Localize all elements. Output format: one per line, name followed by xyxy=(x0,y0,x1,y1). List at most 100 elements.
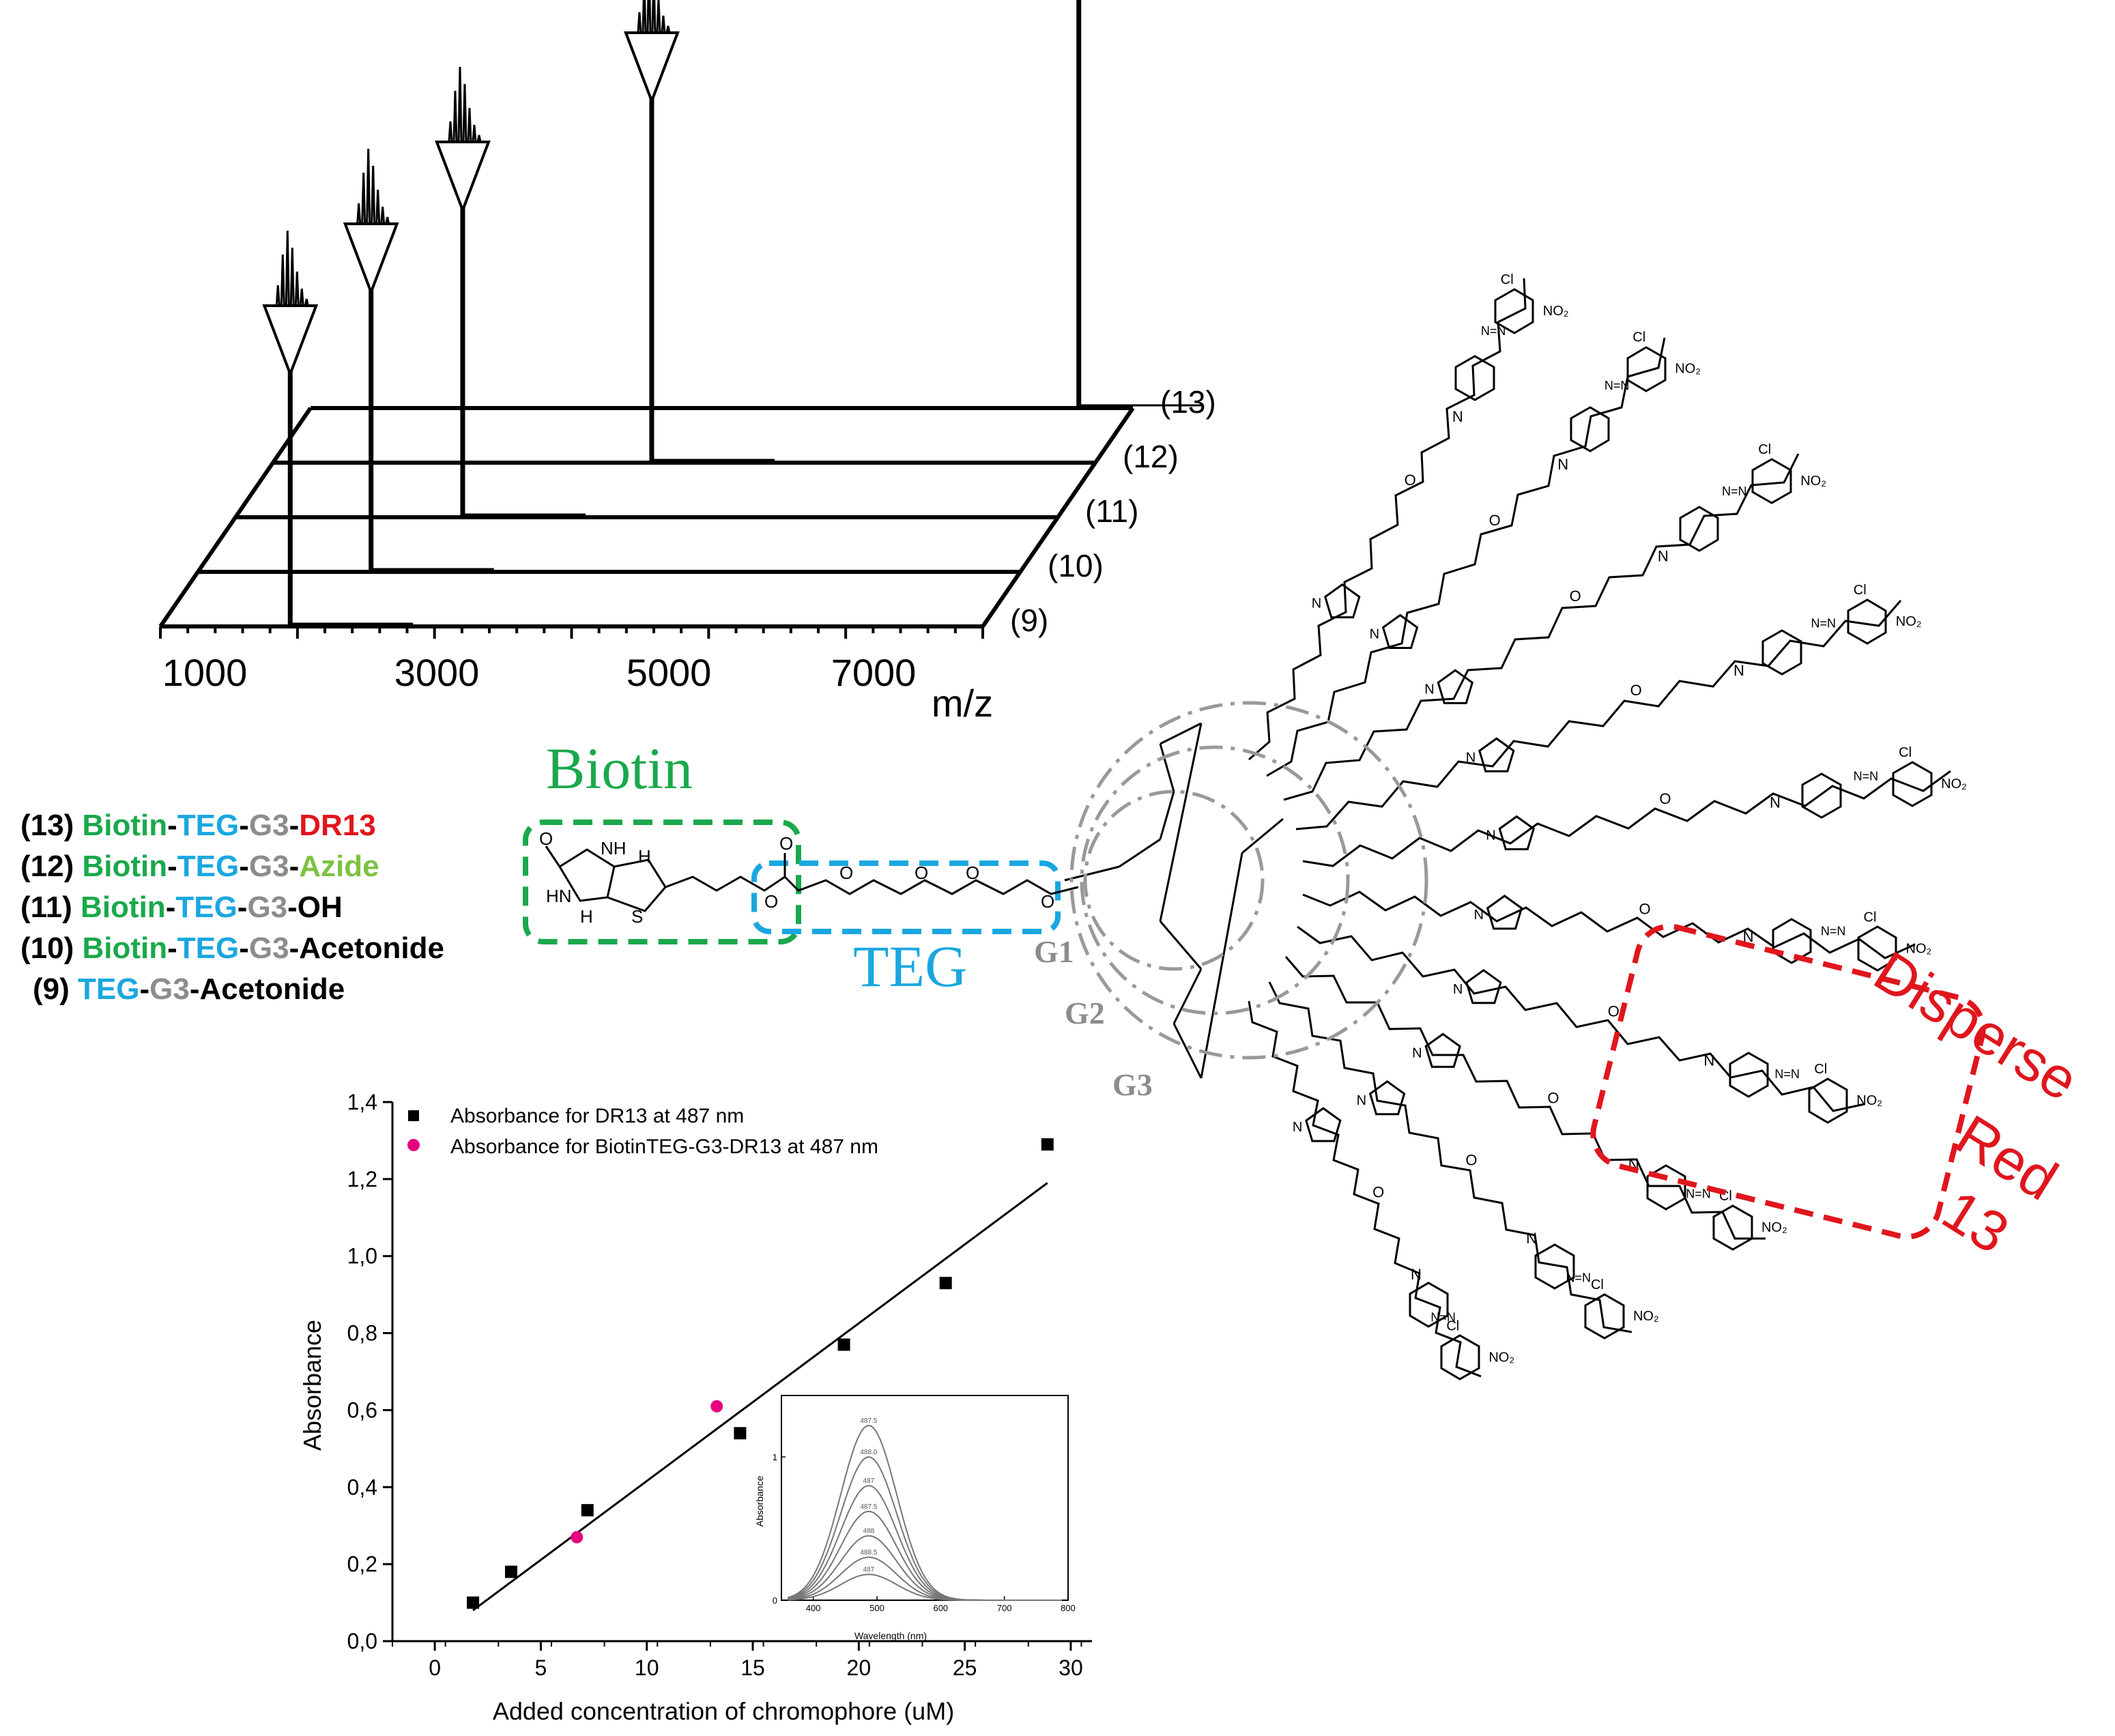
x-tick-label: 30 xyxy=(1059,1655,1083,1680)
azo-label: N=N xyxy=(1566,1271,1591,1284)
y-tick-label: 1,2 xyxy=(347,1167,377,1191)
compound-part: TEG xyxy=(177,931,240,965)
data-point-square xyxy=(467,1596,480,1609)
uv-vis-peak-label: 487.5 xyxy=(860,1503,877,1511)
triazole-ring xyxy=(1498,815,1536,850)
triazole-ring xyxy=(1424,1032,1461,1068)
isotope-cluster xyxy=(274,230,311,307)
compound-part: Azide xyxy=(299,850,379,883)
x-tick-label: 15 xyxy=(740,1655,765,1680)
isotope-cluster xyxy=(635,0,672,34)
disperse-red-box xyxy=(1590,923,1986,1240)
azo-label: N=N xyxy=(1722,484,1747,498)
trace-label-9: (9) xyxy=(1010,603,1048,638)
compound-part: -OH xyxy=(287,891,343,924)
inset-x-tick-label: 700 xyxy=(997,1603,1012,1613)
compound-number: (10) xyxy=(20,931,83,965)
data-point-circle xyxy=(710,1400,723,1413)
compound-part: Biotin xyxy=(82,850,168,883)
compound-part: Biotin xyxy=(82,809,168,842)
amine-n: N xyxy=(1557,456,1568,473)
amine-n: N xyxy=(1770,794,1781,811)
azo-label: N=N xyxy=(1774,1067,1800,1081)
compound-row: (10) Biotin-TEG-G3-Acetonide xyxy=(20,928,444,969)
ms-tick-7000: 7000 xyxy=(831,651,917,694)
svg-text:S: S xyxy=(631,906,643,927)
g1-label: G1 xyxy=(1034,934,1074,969)
plane-left-edge xyxy=(158,407,313,628)
y-tick-label: 1,0 xyxy=(347,1244,377,1269)
triazole-n: N xyxy=(1370,626,1379,641)
compound-part: Biotin xyxy=(81,891,166,924)
x-tick-label: 0 xyxy=(429,1655,441,1680)
triazole-ring xyxy=(1486,894,1523,930)
ester-o: O xyxy=(1489,512,1501,529)
arm-chain xyxy=(1248,278,1527,761)
triazole-n: N xyxy=(1474,908,1484,923)
peak-arrow xyxy=(624,31,680,105)
core-bond xyxy=(1159,743,1175,792)
inset-y-tick-label: 0 xyxy=(773,1595,777,1606)
arm-chain xyxy=(1284,956,1766,1240)
cl-label: Cl xyxy=(1854,583,1867,598)
inset-ylabel: Absorbance xyxy=(754,1475,765,1527)
g2-label: G2 xyxy=(1065,996,1105,1030)
core-bond xyxy=(1160,722,1202,745)
scatter-axes xyxy=(383,1101,1092,1651)
no2-label: NO₂ xyxy=(1800,474,1826,489)
triazole-ring xyxy=(1368,1080,1406,1116)
amine-n: N xyxy=(1743,928,1754,945)
benzene-ring xyxy=(1847,598,1887,645)
uv-vis-curve xyxy=(788,1456,1062,1601)
data-point-circle xyxy=(571,1531,584,1544)
g3-label: G3 xyxy=(1112,1067,1153,1102)
inset-xlabel: Wavelength (nm) xyxy=(854,1630,927,1641)
azo-label: N=N xyxy=(1605,379,1630,392)
inset-x-tick-label: 800 xyxy=(1061,1603,1076,1613)
triazole-n: N xyxy=(1424,682,1434,697)
compound-part: -Acetonide xyxy=(189,972,345,1006)
compound-part: - xyxy=(239,809,249,842)
benzene-ring xyxy=(1646,1164,1686,1211)
peak-arrow xyxy=(435,141,491,214)
uv-vis-curve xyxy=(788,1510,1062,1601)
inset-x-tick-label: 500 xyxy=(869,1603,884,1613)
scatter-fit-line xyxy=(472,1182,1048,1612)
trace-label-10: (10) xyxy=(1048,548,1104,583)
benzene-ring xyxy=(1626,346,1667,392)
uv-vis-peak-label: 487 xyxy=(863,1566,875,1574)
compound-row: (9) TEG-G3-Acetonide xyxy=(20,969,444,1010)
y-tick-label: 0,2 xyxy=(347,1552,377,1576)
trace-label-12: (12) xyxy=(1123,439,1179,474)
inset-frame xyxy=(781,1395,1069,1601)
triazole-n: N xyxy=(1312,596,1321,611)
compound-part: TEG xyxy=(78,972,140,1006)
core-bond xyxy=(1241,818,1284,854)
triazole-ring xyxy=(1324,583,1361,619)
amine-n: N xyxy=(1452,408,1463,425)
triazole-n: N xyxy=(1357,1093,1366,1108)
legend-entry-dr13: Absorbance for DR13 at 487 nm xyxy=(450,1105,744,1127)
ester-o: O xyxy=(1465,1152,1477,1169)
compound-part: - xyxy=(167,809,177,842)
compound-part: - xyxy=(165,891,176,924)
benzene-ring xyxy=(1751,458,1792,504)
y-tick-label: 0,4 xyxy=(347,1475,377,1499)
benzene-ring xyxy=(1808,1077,1848,1124)
cl-label: Cl xyxy=(1501,272,1514,287)
compound-part: G3 xyxy=(247,891,288,924)
core-bond xyxy=(1159,921,1203,970)
compound-part: TEG xyxy=(175,891,238,924)
compound-part: - xyxy=(289,850,300,883)
triazole-n: N xyxy=(1293,1120,1302,1135)
uv-vis-curve xyxy=(788,1425,1062,1601)
y-tick-label: 0,6 xyxy=(347,1398,377,1422)
compound-part: - xyxy=(239,931,249,965)
uv-vis-curve xyxy=(788,1485,1062,1601)
compound-part: G3 xyxy=(248,931,289,965)
core-bond xyxy=(1172,1023,1203,1079)
triazole-ring xyxy=(1465,968,1502,1004)
compound-part: DR13 xyxy=(299,809,376,842)
benzene-ring xyxy=(1584,1293,1625,1340)
